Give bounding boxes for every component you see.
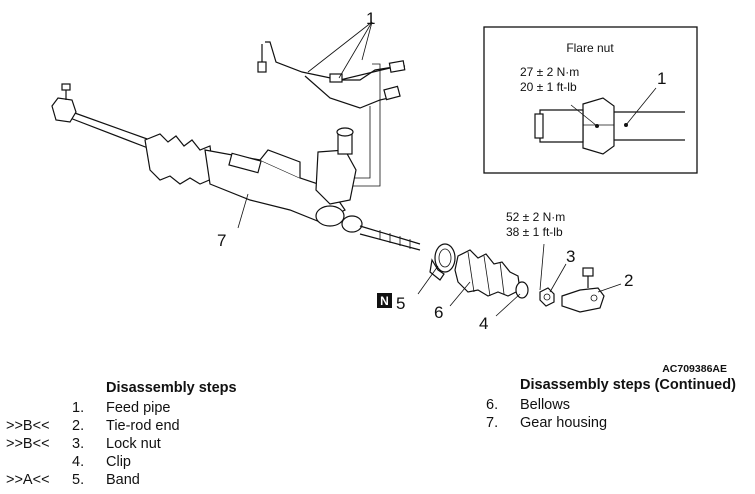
step-text: Feed pipe: [106, 400, 171, 416]
feed-pipe-group: [257, 21, 406, 187]
disassembly-steps-left: Disassembly steps 1. Feed pipe >>B<< 2. Tie-…: [6, 379, 237, 489]
tie-rod-end-part: [561, 267, 622, 313]
clip-part: [495, 281, 529, 317]
step-text: Tie-rod end: [106, 418, 180, 434]
step-text: Clip: [106, 454, 131, 470]
steps-right-title: Disassembly steps (Continued): [520, 377, 736, 393]
inset-callout-1: 1: [657, 69, 666, 88]
step-row: 6. Bellows: [486, 396, 736, 414]
flare-nut-inset: Flare nut 27 ± 2 N·m 20 ± 1 ft-lb 1: [483, 26, 698, 174]
step-number: 4.: [72, 454, 85, 470]
callout-2: 2: [624, 271, 633, 290]
inset-title: Flare nut: [566, 41, 614, 55]
step-number: 2.: [72, 418, 85, 434]
step-ref: >>A<<: [6, 472, 50, 488]
step-text: Lock nut: [106, 436, 161, 452]
n-badge-icon: [377, 293, 392, 308]
bellows-part: [449, 249, 521, 307]
step-number: 6.: [486, 397, 499, 413]
callout-4: 4: [479, 314, 488, 333]
n-badge-text: N: [380, 294, 389, 308]
step-ref: >>B<<: [6, 436, 50, 452]
step-ref: [6, 399, 72, 417]
band-part: [417, 243, 456, 295]
inset-torque-nm: 27 ± 2 N·m: [520, 65, 579, 79]
lock-nut-part: [539, 243, 567, 307]
step-row: >>B<< 2. Tie-rod end: [6, 417, 237, 435]
callout-5: 5: [396, 294, 405, 313]
callout-3: 3: [566, 247, 575, 266]
step-ref: >>B<<: [6, 418, 50, 434]
step-row: >>A<< 5. Band: [6, 471, 237, 489]
gear-housing: [51, 83, 421, 251]
step-number: 5.: [72, 472, 85, 488]
steps-left-title: Disassembly steps: [106, 380, 237, 396]
tie-rod-torque-nm: 52 ± 2 N·m: [506, 210, 565, 224]
step-row: >>B<< 3. Lock nut: [6, 435, 237, 453]
step-row: 4. Clip: [6, 453, 237, 471]
callout-6: 6: [434, 303, 443, 322]
inset-torque-ftlb: 20 ± 1 ft-lb: [520, 80, 577, 94]
step-number: 7.: [486, 415, 499, 431]
step-row: 7. Gear housing: [486, 414, 736, 432]
step-row: 1. Feed pipe: [6, 399, 237, 417]
step-text: Bellows: [520, 397, 570, 413]
step-text: Gear housing: [520, 415, 608, 431]
callout-1: 1: [366, 9, 375, 28]
tie-rod-torque-ftlb: 38 ± 1 ft-lb: [506, 225, 563, 239]
figure-code: AC709386AE: [662, 363, 727, 375]
step-text: Band: [106, 472, 140, 488]
step-number: 3.: [72, 436, 85, 452]
callout-7: 7: [217, 231, 226, 250]
step-number: 1.: [72, 400, 85, 416]
step-ref: [6, 453, 72, 471]
